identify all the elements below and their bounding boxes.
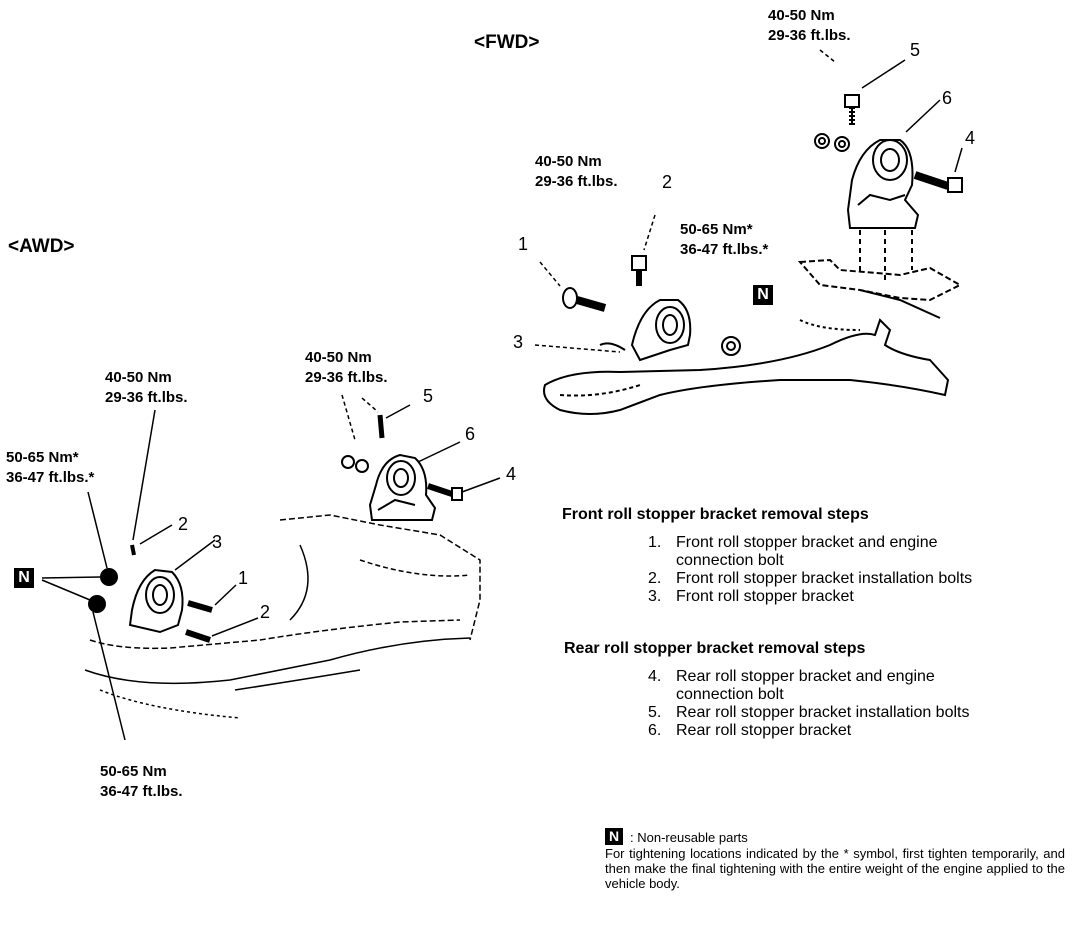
torque-label-fwd-2: 40-50 Nm 29-36 ft.lbs.	[535, 152, 618, 192]
fwd-rear-bracket-drawing	[797, 139, 963, 319]
torque-nm: 40-50 Nm	[105, 369, 172, 386]
fwd-bolt-4-drawing	[913, 171, 963, 193]
callout-fwd-6: 6	[942, 88, 953, 108]
step-number: 2.	[648, 570, 662, 587]
step-number: 1.	[648, 534, 662, 551]
torque-ftlbs: 36-47 ft.lbs.	[100, 783, 183, 800]
list-item: 5. Rear roll stopper bracket installation…	[648, 704, 1068, 722]
rear-steps-list: 4. Rear roll stopper bracket and engine c…	[648, 668, 1068, 740]
list-item: 6. Rear roll stopper bracket	[648, 722, 1068, 740]
fwd-heading: <FWD>	[474, 32, 540, 53]
non-reusable-mark-awd: N	[14, 568, 34, 588]
step-text: Front roll stopper bracket installation …	[676, 570, 973, 587]
rear-steps-title: Rear roll stopper bracket removal steps	[564, 640, 866, 657]
torque-label-awd-nut-top: 50-65 Nm* 36-47 ft.lbs.*	[6, 448, 94, 488]
step-number: 5.	[648, 704, 662, 721]
non-reusable-mark-fwd: N	[753, 285, 773, 305]
fwd-bolt-2-drawing	[631, 255, 647, 286]
awd-bolt-5-drawing	[377, 414, 385, 439]
callout-awd-1: 1	[238, 568, 249, 588]
step-text: Rear roll stopper bracket installation b…	[676, 704, 970, 721]
non-reusable-mark-legend: N	[605, 828, 623, 845]
torque-ftlbs: 36-47 ft.lbs.*	[680, 241, 769, 258]
awd-bolt-4-drawing	[427, 483, 463, 501]
awd-heading: <AWD>	[8, 236, 75, 257]
callout-fwd-2: 2	[662, 172, 673, 192]
step-text: Rear roll stopper bracket	[676, 722, 852, 739]
torque-ftlbs: 29-36 ft.lbs.	[105, 389, 188, 406]
front-steps-list: 1. Front roll stopper bracket and engine …	[648, 534, 1068, 606]
step-text: Front roll stopper bracket and engine co…	[676, 534, 938, 569]
callout-fwd-3: 3	[513, 332, 524, 352]
callout-fwd-5: 5	[910, 40, 921, 60]
torque-label-fwd-nut: 50-65 Nm* 36-47 ft.lbs.*	[680, 220, 768, 260]
fwd-leaders	[534, 49, 963, 353]
callout-fwd-1: 1	[518, 234, 529, 254]
fwd-bolt-1-drawing	[562, 287, 607, 312]
step-number: 6.	[648, 722, 662, 739]
list-item: 2. Front roll stopper bracket installatio…	[648, 570, 1068, 588]
front-steps-title: Front roll stopper bracket removal steps	[562, 506, 869, 523]
list-item: 3. Front roll stopper bracket	[648, 588, 1068, 606]
callout-fwd-4: 4	[965, 128, 976, 148]
awd-bolt-2-drawing	[130, 544, 211, 643]
torque-ftlbs: 36-47 ft.lbs.*	[6, 469, 95, 486]
awd-bolt-1-drawing	[187, 600, 213, 613]
awd-front-bracket-drawing	[128, 568, 184, 634]
torque-nm: 40-50 Nm	[535, 153, 602, 170]
awd-leaders	[41, 394, 501, 741]
torque-nm: 40-50 Nm	[768, 7, 835, 24]
step-text: Rear roll stopper bracket and engine con…	[676, 668, 935, 703]
torque-label-fwd-5: 40-50 Nm 29-36 ft.lbs.	[768, 6, 851, 46]
awd-crossmember-drawing	[84, 514, 481, 719]
torque-label-awd-nut-bottom: 50-65 Nm 36-47 ft.lbs.	[100, 762, 183, 802]
torque-nm: 50-65 Nm*	[6, 449, 79, 466]
step-text: Front roll stopper bracket	[676, 588, 854, 605]
torque-label-awd-5: 40-50 Nm 29-36 ft.lbs.	[305, 348, 388, 388]
non-reusable-legend: : Non-reusable parts	[630, 830, 748, 845]
torque-ftlbs: 29-36 ft.lbs.	[305, 369, 388, 386]
callout-awd-3: 3	[212, 532, 223, 552]
fwd-washers-drawing	[814, 133, 850, 152]
torque-ftlbs: 29-36 ft.lbs.	[535, 173, 618, 190]
awd-nuts-drawing	[88, 568, 118, 613]
tightening-note: For tightening locations indicated by th…	[605, 846, 1065, 891]
fwd-nut-drawing	[721, 336, 741, 356]
step-number: 4.	[648, 668, 662, 685]
torque-nm: 50-65 Nm	[100, 763, 167, 780]
callout-awd-4: 4	[506, 464, 517, 484]
callout-awd-2-lower: 2	[260, 602, 271, 622]
torque-nm: 50-65 Nm*	[680, 221, 753, 238]
fwd-front-bracket-drawing	[599, 299, 692, 362]
torque-nm: 40-50 Nm	[305, 349, 372, 366]
torque-label-awd-2: 40-50 Nm 29-36 ft.lbs.	[105, 368, 188, 408]
callout-awd-6: 6	[465, 424, 476, 444]
awd-washers-drawing	[341, 455, 369, 473]
torque-ftlbs: 29-36 ft.lbs.	[768, 27, 851, 44]
callout-awd-5: 5	[423, 386, 434, 406]
list-item: 4. Rear roll stopper bracket and engine c…	[648, 668, 1068, 704]
awd-rear-bracket-drawing	[368, 453, 437, 521]
fwd-crossmember-drawing	[543, 318, 950, 415]
list-item: 1. Front roll stopper bracket and engine …	[648, 534, 1068, 570]
fwd-bolt-5-drawing	[844, 94, 860, 125]
callout-awd-2-upper: 2	[178, 514, 189, 534]
step-number: 3.	[648, 588, 662, 605]
